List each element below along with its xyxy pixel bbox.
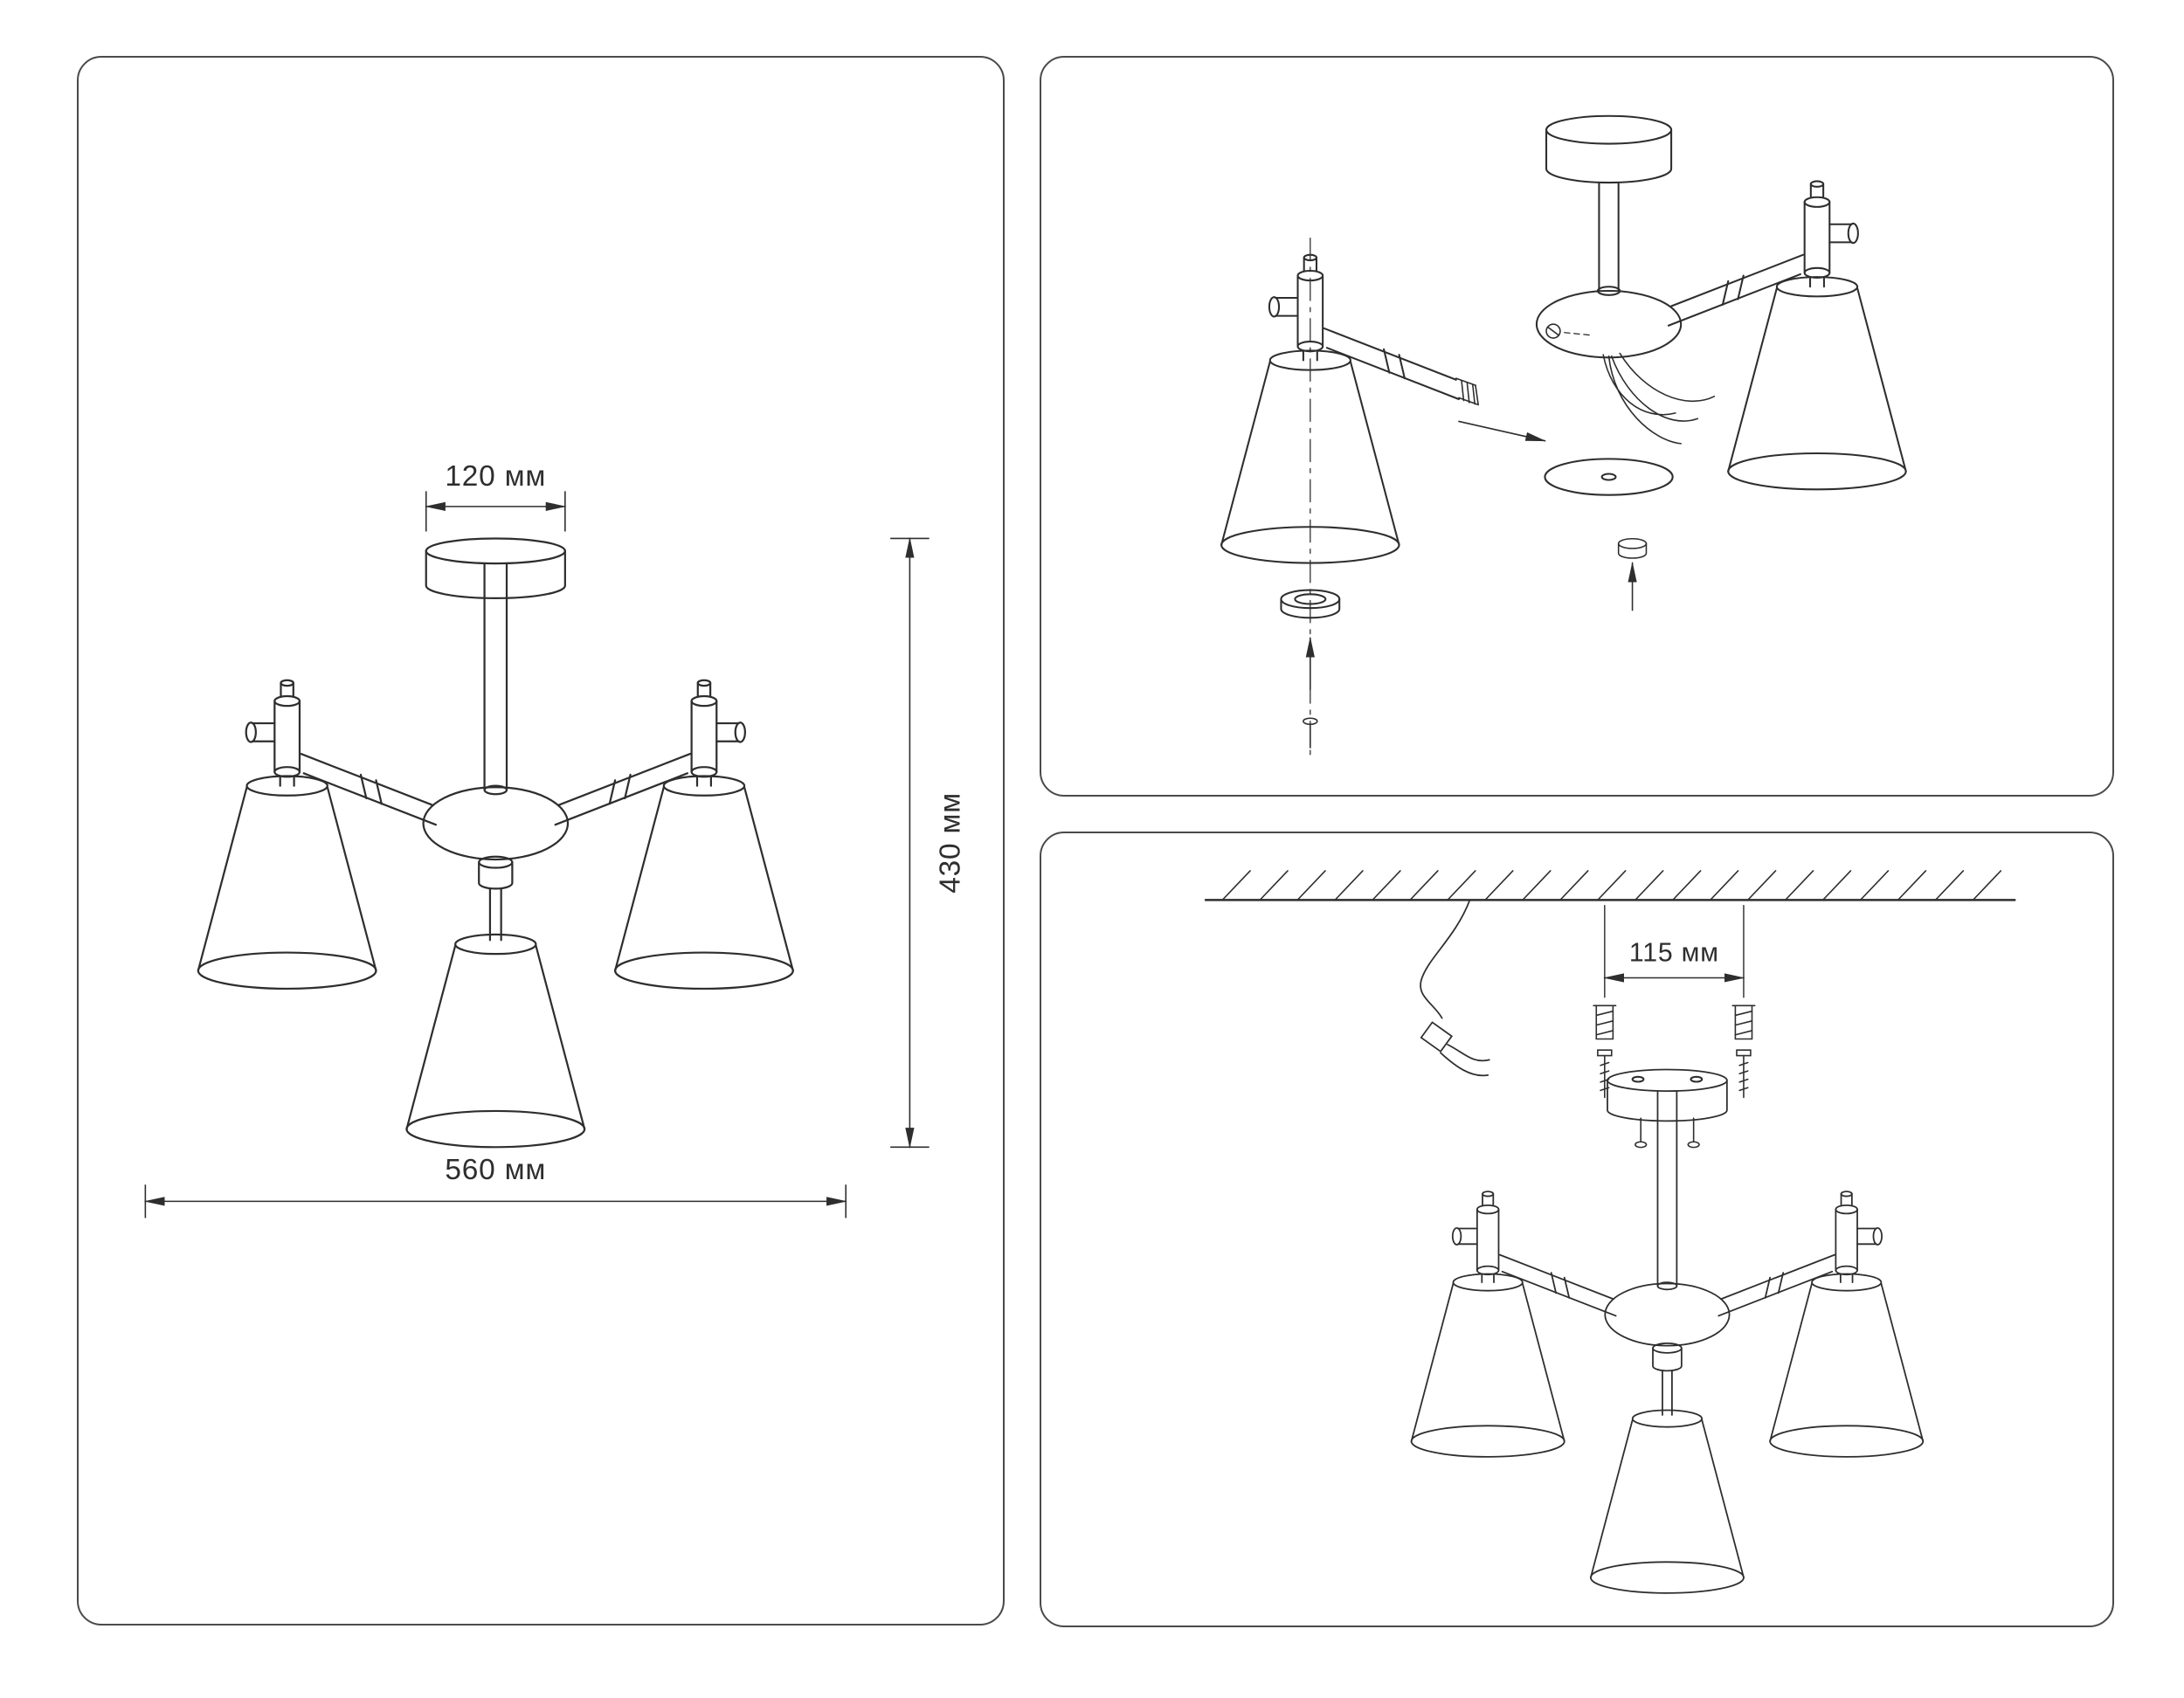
dimension-total-height: 430 мм [890, 536, 967, 1149]
hanging-wires [1602, 352, 1716, 445]
assembly-direction-arrow [1458, 420, 1547, 442]
dim-total-height-label: 430 мм [935, 792, 967, 894]
socket-ring [1280, 589, 1341, 619]
detached-arm-assembly [1220, 253, 1479, 564]
bottom-cover-plate [1544, 458, 1674, 496]
panel-dimension-drawing: 120 мм 430 мм 560 мм [77, 56, 1005, 1626]
dimension-drawing-svg: 120 мм 430 мм 560 мм [143, 460, 967, 1218]
ring-nut [1617, 537, 1648, 559]
dim-canopy-width-label: 120 мм [445, 460, 546, 493]
main-body [1535, 114, 1683, 359]
dim-total-width-label: 560 мм [445, 1154, 546, 1186]
panel-assembly-diagram [1040, 56, 2114, 797]
installation-diagram-svg: 115 мм [1204, 870, 2016, 1626]
set-screw [1545, 323, 1593, 339]
ceiling-hatch [1221, 870, 2002, 901]
dim-hole-spacing-label: 115 мм [1629, 938, 1719, 967]
anchor-dowels [1593, 1004, 1756, 1040]
small-pin [1303, 717, 1318, 749]
assembly-diagram-svg [1220, 114, 1907, 760]
attached-right-arm [1667, 180, 1907, 491]
dimension-total-width: 560 мм [143, 1154, 847, 1218]
arm-thread [1455, 377, 1479, 406]
dimension-canopy-width: 120 мм [425, 460, 567, 532]
assembled-chandelier [1412, 1070, 1924, 1593]
canopy-screws [1635, 1117, 1700, 1149]
chandelier-front-view [198, 538, 793, 1147]
panel-installation-diagram: 115 мм [1040, 832, 2114, 1627]
power-wire [1420, 899, 1490, 1077]
dimension-hole-spacing: 115 мм [1603, 905, 1745, 998]
